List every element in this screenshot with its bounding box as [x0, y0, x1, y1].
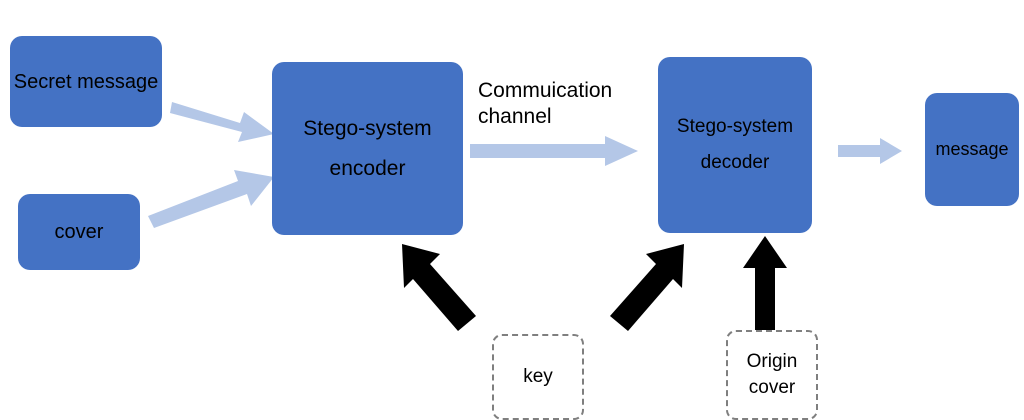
node-message[interactable]: message	[925, 93, 1019, 206]
arrow-cover-to-encoder	[148, 170, 274, 228]
node-origin-cover-label: Origin cover	[746, 351, 798, 398]
node-cover-label: cover	[54, 221, 104, 243]
arrow-key-to-decoder	[610, 244, 684, 331]
node-stego-decoder[interactable]: Stego-system decoder	[658, 57, 812, 233]
node-secret-message-label: Secret message	[13, 70, 159, 93]
arrow-secret-message-to-encoder	[170, 102, 274, 142]
label-communication-channel: Commuication channel	[478, 79, 613, 128]
arrow-origin-cover-to-decoder	[743, 236, 787, 330]
node-key-label: key	[523, 365, 553, 387]
node-stego-encoder[interactable]: Stego-system encoder	[272, 62, 463, 235]
node-secret-message[interactable]: Secret message	[10, 36, 162, 127]
node-stego-decoder-label: Stego-system decoder	[676, 115, 794, 173]
node-cover[interactable]: cover	[18, 194, 140, 270]
arrow-communication-channel	[470, 136, 638, 166]
arrow-decoder-to-message	[838, 138, 902, 164]
node-stego-encoder-label: Stego-system encoder	[303, 116, 432, 180]
arrow-key-to-encoder	[402, 244, 476, 331]
node-key[interactable]: key	[492, 334, 584, 420]
node-origin-cover[interactable]: Origin cover	[726, 330, 818, 420]
node-message-label: message	[935, 139, 1009, 160]
